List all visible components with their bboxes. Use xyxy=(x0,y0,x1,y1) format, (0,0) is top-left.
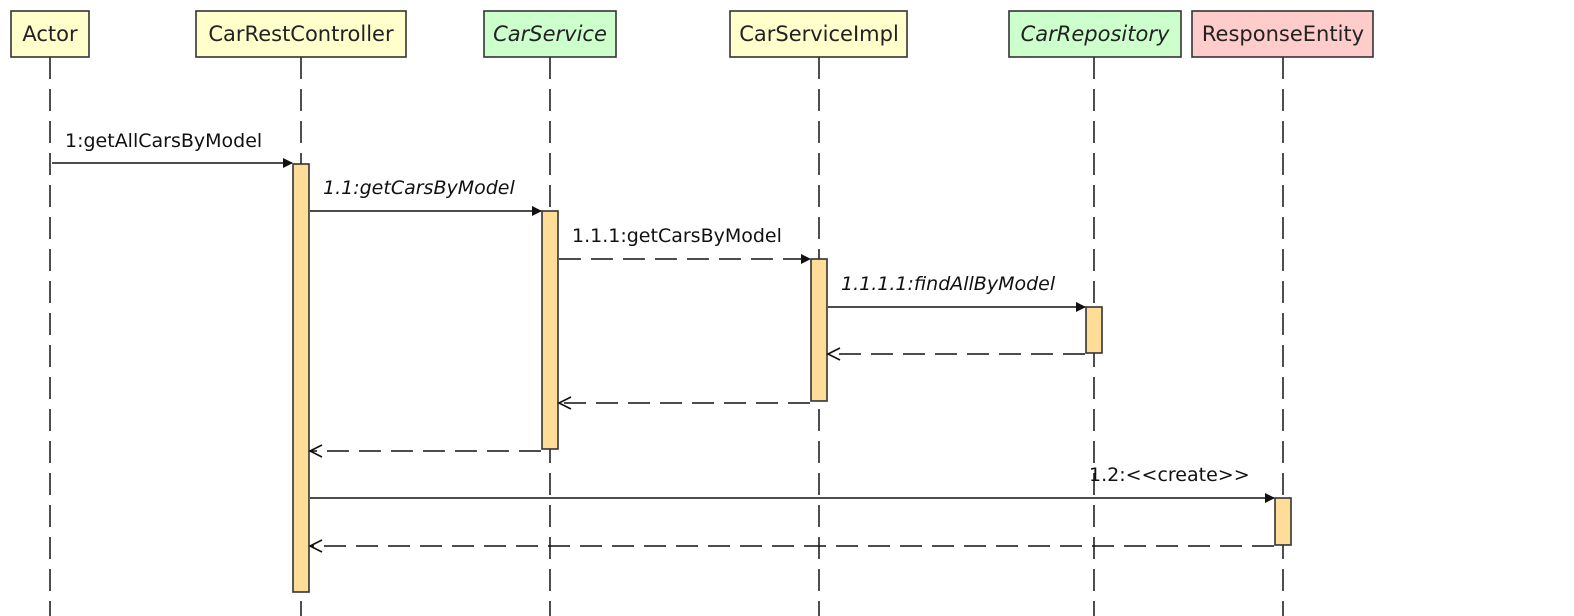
activations xyxy=(292,163,1292,593)
message-label: 1:getAllCarsByModel xyxy=(65,130,262,152)
activation-response xyxy=(1274,497,1292,546)
participant-actor[interactable]: Actor xyxy=(10,10,90,58)
participant-label: ResponseEntity xyxy=(1202,22,1364,46)
message-impl-get-cars-by-model[interactable]: 1.1.1:getCarsByModel xyxy=(559,225,811,264)
message-create[interactable]: 1.2:<<create>> xyxy=(310,464,1275,503)
message-label: 1.1.1.1:findAllByModel xyxy=(841,273,1056,295)
activation-serviceimpl xyxy=(810,258,828,402)
message-label: 1.2:<<create>> xyxy=(1089,464,1250,486)
participant-label: Actor xyxy=(22,22,78,46)
participant-service[interactable]: CarService xyxy=(483,10,617,58)
participant-serviceimpl[interactable]: CarServiceImpl xyxy=(729,10,908,58)
participant-label: CarRepository xyxy=(1021,22,1170,46)
message-get-all-cars-by-model[interactable]: 1:getAllCarsByModel xyxy=(52,130,293,168)
return-serviceimpl-to-service[interactable] xyxy=(557,396,810,410)
participant-response[interactable]: ResponseEntity xyxy=(1191,10,1374,58)
return-service-to-controller[interactable] xyxy=(308,444,541,458)
message-get-cars-by-model[interactable]: 1.1:getCarsByModel xyxy=(310,177,542,216)
message-label: 1.1.1:getCarsByModel xyxy=(572,225,782,247)
return-repository-to-serviceimpl[interactable] xyxy=(826,347,1085,361)
message-find-all-by-model[interactable]: 1.1.1.1:findAllByModel xyxy=(828,273,1086,312)
participant-label: CarService xyxy=(493,22,607,46)
participant-repository[interactable]: CarRepository xyxy=(1008,10,1182,58)
participant-label: CarRestController xyxy=(208,22,394,46)
participant-controller[interactable]: CarRestController xyxy=(195,10,407,58)
activation-service xyxy=(541,210,559,450)
activation-controller xyxy=(292,163,310,593)
participant-label: CarServiceImpl xyxy=(739,22,899,46)
message-label: 1.1:getCarsByModel xyxy=(323,177,515,199)
messages: 1:getAllCarsByModel 1.1:getCarsByModel 1… xyxy=(52,130,1275,553)
return-response-to-controller[interactable] xyxy=(308,539,1274,553)
participants: Actor CarRestController CarService CarSe… xyxy=(10,10,1374,58)
activation-repository xyxy=(1085,306,1103,354)
